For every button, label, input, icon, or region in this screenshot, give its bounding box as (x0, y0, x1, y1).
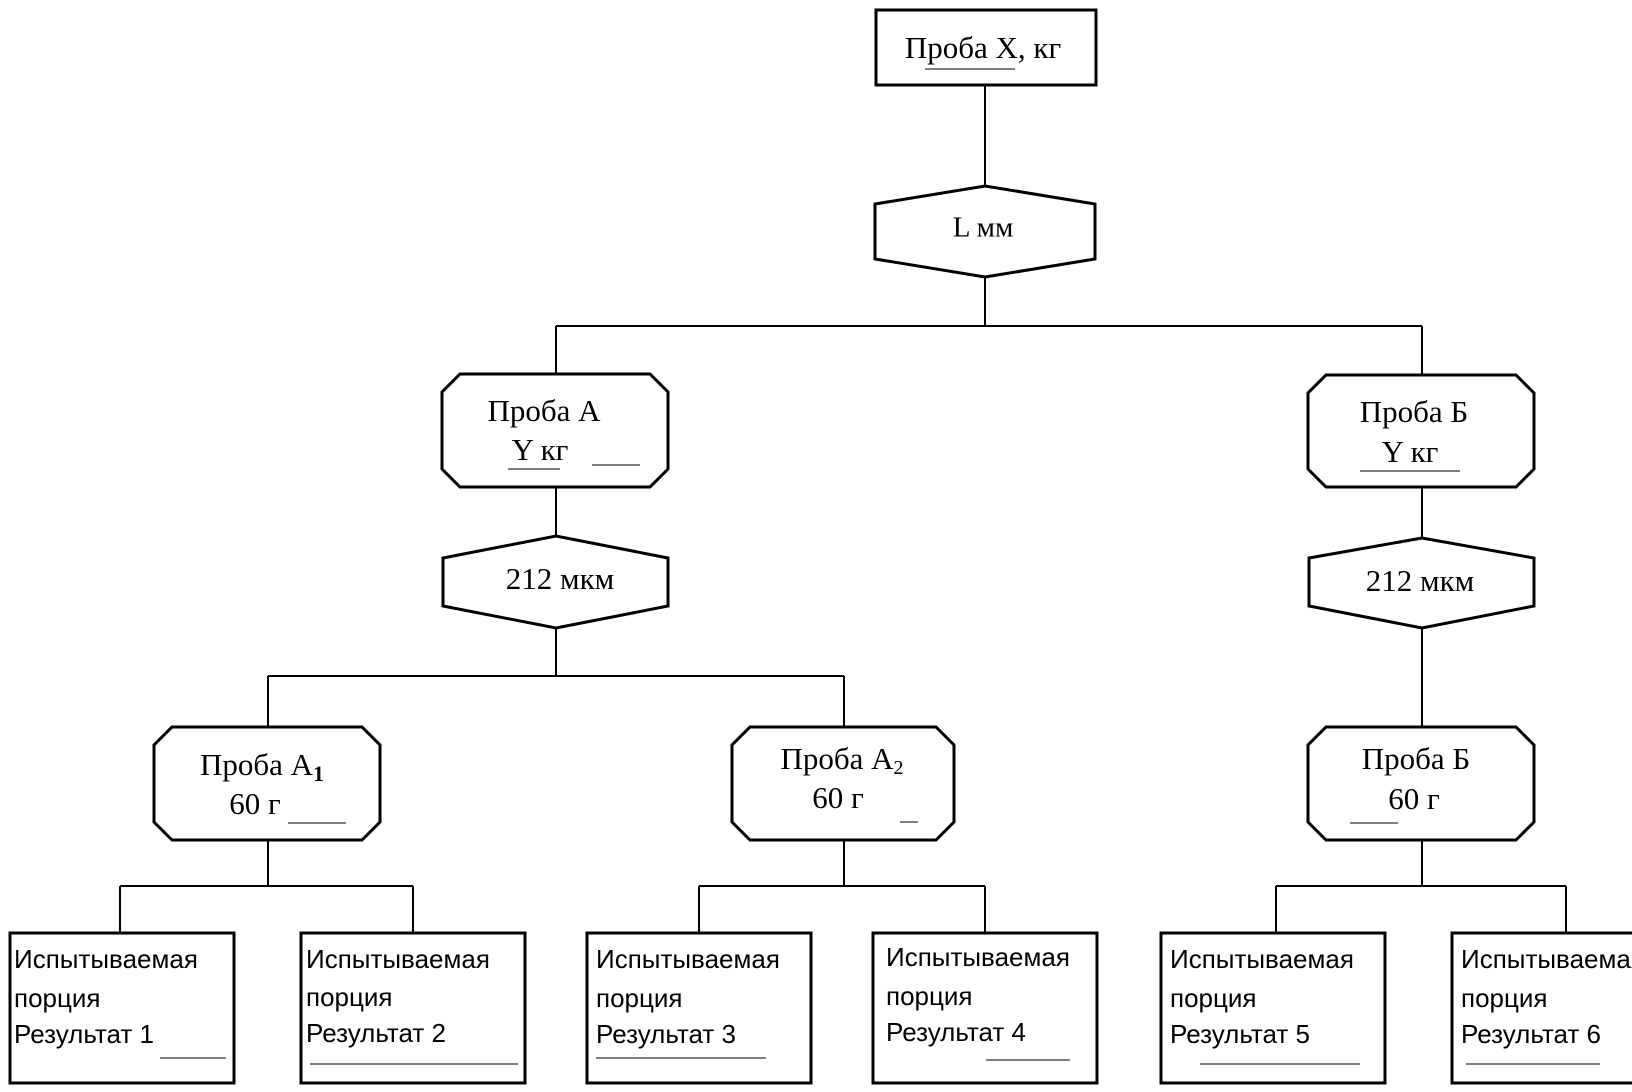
portion-6-line1: Испытываемая (1461, 944, 1632, 974)
sample-a2-subscript: 2 (894, 757, 904, 779)
portion-1-result: Результат 1 (14, 1019, 154, 1049)
sample-a1-subscript: 1 (313, 761, 324, 786)
portion-5-line2: порция (1170, 983, 1257, 1013)
sample-a1-name-main: Проба А (200, 747, 314, 782)
portion-4-result: Результат 4 (886, 1017, 1026, 1047)
sample-b-name: Проба Б (1360, 394, 1468, 429)
sample-a2-mass: 60 г (812, 780, 863, 815)
portion-2-result: Результат 2 (306, 1018, 446, 1048)
sample-a-name: Проба А (487, 393, 601, 428)
portion-box-5: Испытываемая порция Результат 5 (1159, 931, 1387, 1085)
portion-1-line2: порция (14, 983, 101, 1013)
sample-b-box: Проба Б Y кг (1306, 373, 1536, 489)
portion-5-line1: Испытываемая (1170, 944, 1354, 974)
sample-a1-mass: 60 г (229, 786, 280, 821)
sample-a2-name: Проба А2 (780, 741, 903, 778)
sieve-b: 212 мкм (1307, 536, 1536, 630)
sieve-main-label: L мм (953, 212, 1014, 244)
portion-box-4: Испытываемая порция Результат 4 (871, 931, 1099, 1085)
portion-1-line1: Испытываемая (14, 944, 198, 974)
portion-5-result: Результат 5 (1170, 1019, 1310, 1049)
portion-box-1: Испытываемая порция Результат 1 (8, 931, 236, 1085)
portion-box-6: Испытываемая порция Результат 6 (1450, 931, 1632, 1085)
sample-a1-box: Проба А1 60 г (152, 725, 382, 842)
sample-a1-name: Проба А1 (200, 747, 324, 786)
portion-6-result: Результат 6 (1461, 1019, 1601, 1049)
portion-6-line2: порция (1461, 983, 1548, 1013)
portion-3-line1: Испытываемая (596, 944, 780, 974)
sample-b-final-mass: 60 г (1388, 781, 1439, 816)
connectors (119, 85, 1567, 933)
portion-2-line2: порция (306, 982, 393, 1012)
sieve-a-label: 212 мкм (506, 561, 615, 596)
sample-a-mass: Y кг (512, 432, 569, 467)
sample-a2-box: Проба А2 60 г (730, 725, 956, 842)
root-sample-label: Проба X, кг (905, 30, 1061, 65)
portion-box-3: Испытываемая порция Результат 3 (585, 931, 813, 1085)
sieve-a: 212 мкм (441, 534, 670, 630)
portion-4-line1: Испытываемая (886, 942, 1070, 972)
sieve-b-label: 212 мкм (1366, 563, 1475, 598)
portion-3-line2: порция (596, 983, 683, 1013)
sieve-main: L мм (873, 184, 1097, 279)
portion-2-line1: Испытываемая (306, 944, 490, 974)
sample-b-mass: Y кг (1382, 434, 1439, 469)
portion-4-line2: порция (886, 981, 973, 1011)
sample-a2-name-main: Проба А (780, 741, 894, 776)
sample-b-final-box: Проба Б 60 г (1306, 725, 1536, 842)
sample-b-final-name: Проба Б (1362, 741, 1470, 776)
portion-3-result: Результат 3 (596, 1019, 736, 1049)
portion-box-2: Испытываемая порция Результат 2 (299, 931, 527, 1085)
sample-a-box: Проба А Y кг (440, 372, 670, 489)
root-sample-box: Проба X, кг (874, 8, 1098, 87)
